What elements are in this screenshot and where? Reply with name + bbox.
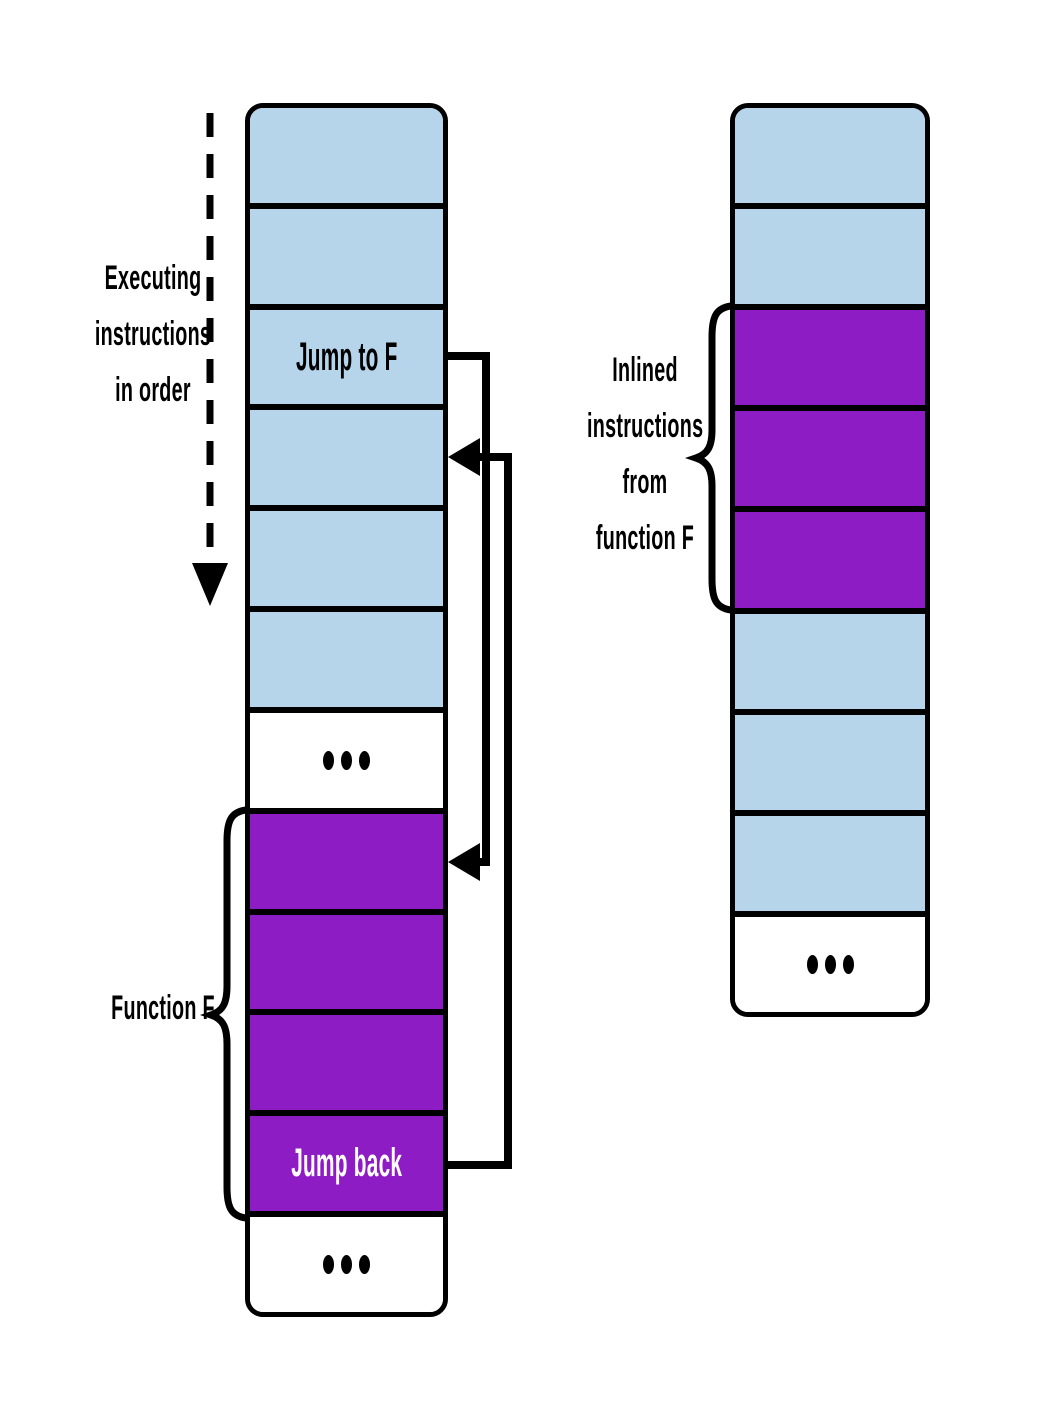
dot bbox=[359, 750, 370, 770]
jump-back-cell-label: Jump back bbox=[290, 1141, 403, 1186]
inlined-label-line: Inlined bbox=[612, 351, 678, 389]
instruction-cell bbox=[735, 607, 925, 709]
inlined-instruction-cell bbox=[735, 506, 925, 608]
instruction-cell bbox=[250, 606, 443, 707]
inlined-instructions-label: Inlined instructions from function F bbox=[587, 342, 703, 566]
dot bbox=[341, 1255, 352, 1275]
instruction-cell bbox=[735, 708, 925, 810]
instruction-cell bbox=[735, 203, 925, 305]
dot bbox=[806, 954, 818, 974]
inlined-label-line: from bbox=[622, 463, 668, 501]
instruction-cell bbox=[250, 108, 443, 203]
jump-back-arrow bbox=[448, 438, 512, 1169]
dot bbox=[323, 1255, 334, 1275]
execution-order-label: Executing instructions in order bbox=[89, 250, 217, 418]
ellipsis-cell bbox=[250, 706, 443, 808]
ellipsis-cell bbox=[250, 1211, 443, 1312]
instruction-cell bbox=[250, 202, 443, 304]
dot bbox=[341, 750, 352, 770]
ellipsis-icon bbox=[323, 750, 370, 770]
inlined-instruction-column bbox=[730, 103, 930, 1017]
jump-to-f-arrow bbox=[448, 352, 490, 881]
jump-to-f-cell-label: Jump to F bbox=[295, 334, 398, 379]
ellipsis-cell bbox=[735, 910, 925, 1012]
inlined-label-line: instructions bbox=[587, 407, 704, 445]
function-f-cell bbox=[250, 1009, 443, 1111]
execution-order-line: instructions bbox=[94, 315, 212, 353]
dot bbox=[842, 954, 854, 974]
instruction-cell bbox=[735, 108, 925, 204]
inlined-instruction-cell bbox=[735, 405, 925, 507]
dot bbox=[359, 1255, 370, 1275]
jump-back-cell: Jump back bbox=[250, 1110, 443, 1212]
function-f-label: Function F bbox=[111, 989, 215, 1027]
instruction-cell bbox=[250, 505, 443, 607]
function-f-cell bbox=[250, 908, 443, 1010]
ellipsis-icon bbox=[806, 954, 854, 974]
jump-to-f-cell: Jump to F bbox=[250, 303, 443, 405]
dot bbox=[824, 954, 836, 974]
function-f-cell bbox=[250, 807, 443, 909]
inlined-label-line: function F bbox=[595, 519, 695, 557]
original-instruction-column: Jump to F Jump back bbox=[245, 103, 448, 1317]
execution-order-line: Executing bbox=[104, 259, 202, 297]
execution-order-line: in order bbox=[115, 371, 191, 409]
inlined-instruction-cell bbox=[735, 304, 925, 406]
dot bbox=[323, 750, 334, 770]
ellipsis-icon bbox=[323, 1255, 370, 1275]
instruction-cell bbox=[735, 809, 925, 911]
instruction-cell bbox=[250, 404, 443, 506]
